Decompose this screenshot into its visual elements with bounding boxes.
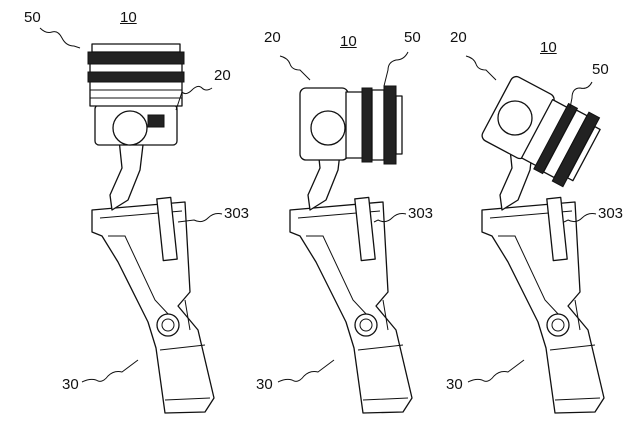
handle-30 — [481, 196, 605, 414]
lens-50 — [345, 85, 403, 165]
figure-3 — [465, 55, 605, 414]
knob — [112, 110, 148, 146]
figure-1 — [39, 27, 223, 414]
label-handle-30: 30 — [62, 376, 79, 393]
label-module-303: 303 — [408, 205, 434, 222]
label-device-10: 10 — [120, 9, 137, 26]
label-module-303: 303 — [598, 205, 624, 222]
label-module-303: 303 — [224, 205, 250, 222]
label-camera-20: 20 — [214, 67, 231, 84]
label-lens-50: 50 — [404, 29, 421, 46]
label-camera-20: 20 — [264, 29, 281, 46]
leader-50 — [39, 27, 81, 49]
handle-30 — [91, 196, 215, 414]
lens-50 — [520, 98, 601, 188]
handle-30 — [289, 196, 413, 414]
label-device-10: 10 — [540, 39, 557, 56]
label-handle-30: 30 — [446, 376, 463, 393]
label-device-10: 10 — [340, 33, 357, 50]
label-lens-50: 50 — [24, 9, 41, 26]
label-handle-30: 30 — [256, 376, 273, 393]
figure-2 — [277, 51, 413, 414]
camera-button — [147, 114, 165, 128]
lens-50 — [87, 43, 185, 107]
label-lens-50: 50 — [592, 61, 609, 78]
label-camera-20: 20 — [450, 29, 467, 46]
